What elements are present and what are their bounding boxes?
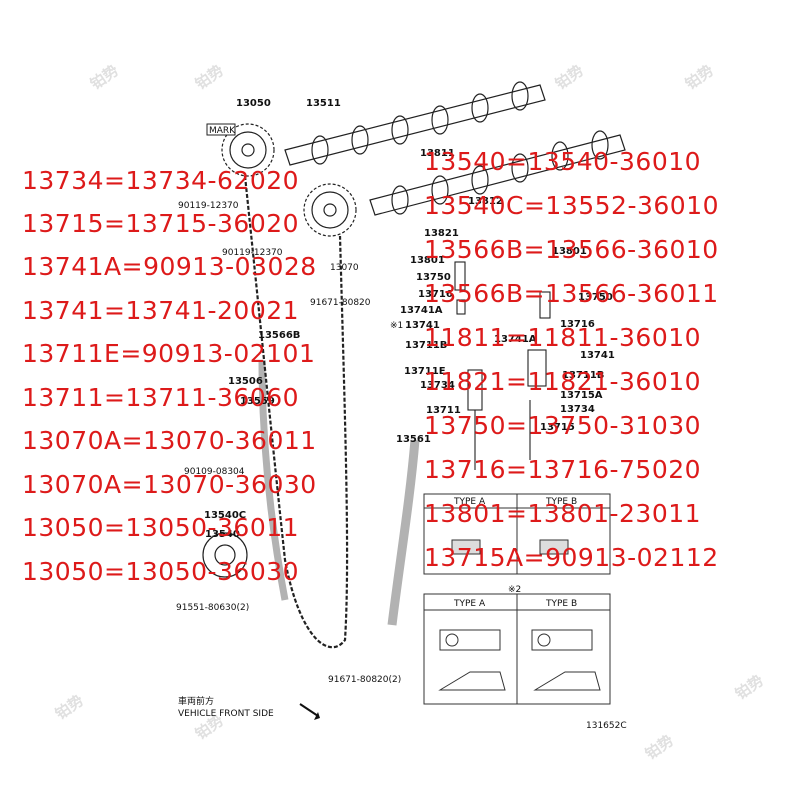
mark-box [206,123,236,136]
label-13561: 13561 [396,434,431,445]
label-13540: 13540 [205,529,240,540]
label-13070: 13070 [330,263,359,273]
label-13566b: 13566B [258,330,300,341]
overlay-line: 13716=13716-75020 [424,455,702,484]
overlay-line: 11811=11811-36010 [424,323,702,352]
label-13741: 13741 [405,320,440,331]
label-91551: 91551-80630(2) [176,603,249,613]
overlay-line: 13711=13711-36060 [22,383,300,412]
camshaft-lower [369,130,626,216]
vvt-sprocket-upper [221,123,275,177]
chain-damper [387,439,420,626]
label-r13711b: 13711B [562,370,604,381]
watermark-text: 铂势 [52,691,87,723]
overlay-line: 13801=13801-23011 [424,499,702,528]
watermark-text: 铂势 [642,731,677,763]
label-13711b: 13711B [405,340,447,351]
overlay-line: 13050=13050-36011 [22,513,300,542]
label-13734: 13734 [420,380,455,391]
label-90109: 90109-08304 [184,467,245,477]
overlay-line: 13070A=13070-36030 [22,470,317,499]
label-type-a-2: TYPE A [453,599,486,609]
camshaft-upper [284,81,546,166]
label-13511: 13511 [306,98,341,109]
label-13540c: 13540C [204,510,246,521]
overlay-line: 13050=13050-36030 [22,557,300,586]
label-13811: 13811 [420,148,455,159]
overlay-line: 13741A=90913-03028 [22,252,317,281]
label-91671-b: 91671-80820(2) [328,675,401,685]
label-r13715: 13715 [540,422,575,433]
label-13711: 13711 [426,405,461,416]
label-code: 131652C [586,721,627,731]
valve-train [454,261,551,470]
label-13711e: 13711E [404,366,446,377]
label-91671-a: 91671-80820 [310,298,371,308]
label-13559: 13559 [240,396,275,407]
label-r13801: 13801 [552,246,587,257]
label-r13734: 13734 [560,404,595,415]
label-13812: 13812 [468,196,503,207]
label-r13715a: 13715A [560,390,603,401]
label-13821: 13821 [424,228,459,239]
label-note-2: ※2 [508,585,521,595]
overlay-line: 13566B=13566-36011 [424,279,719,308]
front-arrow [299,703,319,717]
label-13716: 13716 [418,289,453,300]
crank-sprocket [202,532,248,578]
overlay-line: 13540C=13552-36010 [424,191,720,220]
label-r13741: 13741 [580,350,615,361]
overlay-line: 13566B=13566-36010 [424,235,719,264]
watermark-text: 铂势 [87,61,122,93]
overlay-line: 11821=11821-36010 [424,367,702,396]
chain-guide [258,359,289,601]
part-labels: 13050 13511 MARK 13811 13812 13821 90119… [176,98,627,731]
label-type-a-1: TYPE A [453,497,486,507]
label-r13716: 13716 [560,319,595,330]
label-13050: 13050 [236,98,271,109]
overlay-line: 13711E=90913-02101 [22,339,316,368]
label-13750: 13750 [416,272,451,283]
timing-chain [243,175,349,649]
label-13801: 13801 [410,255,445,266]
watermark-text: 铂势 [682,61,717,93]
type-box-2 [423,593,611,705]
label-13506: 13506 [228,376,263,387]
overlay-line: 13741=13741-20021 [22,296,300,325]
overlay-line: 13540=13540-36010 [424,147,702,176]
watermark-text: 铂势 [192,61,227,93]
arrow-head [314,712,320,720]
label-type-b-2: TYPE B [545,599,577,609]
label-90119-b: 90119-12370 [222,248,283,258]
label-vehicle-en: VEHICLE FRONT SIDE [178,709,274,719]
label-mark: MARK [209,126,236,136]
overlay-line: 13715=13715-36020 [22,209,300,238]
watermark-text: 铂势 [732,671,767,703]
overlay-line: 13734=13734-62020 [22,166,300,195]
vvt-sprocket-lower [303,183,357,237]
label-type-b-1: TYPE B [545,497,577,507]
overlay-line: 13750=13750-31030 [424,411,702,440]
type-box-1 [423,493,611,575]
label-note-1: ※1 [390,321,403,331]
label-vehicle-jp: 車両前方 [178,695,214,707]
label-13741a: 13741A [400,305,443,316]
label-r13750: 13750 [578,292,613,303]
overlay-line: 13070A=13070-36011 [22,426,317,455]
overlay-line: 13715A=90913-02112 [424,543,719,572]
watermark-text: 铂势 [552,61,587,93]
label-r13741a: 13741A [494,334,537,345]
label-90119-a: 90119-12370 [178,201,239,211]
